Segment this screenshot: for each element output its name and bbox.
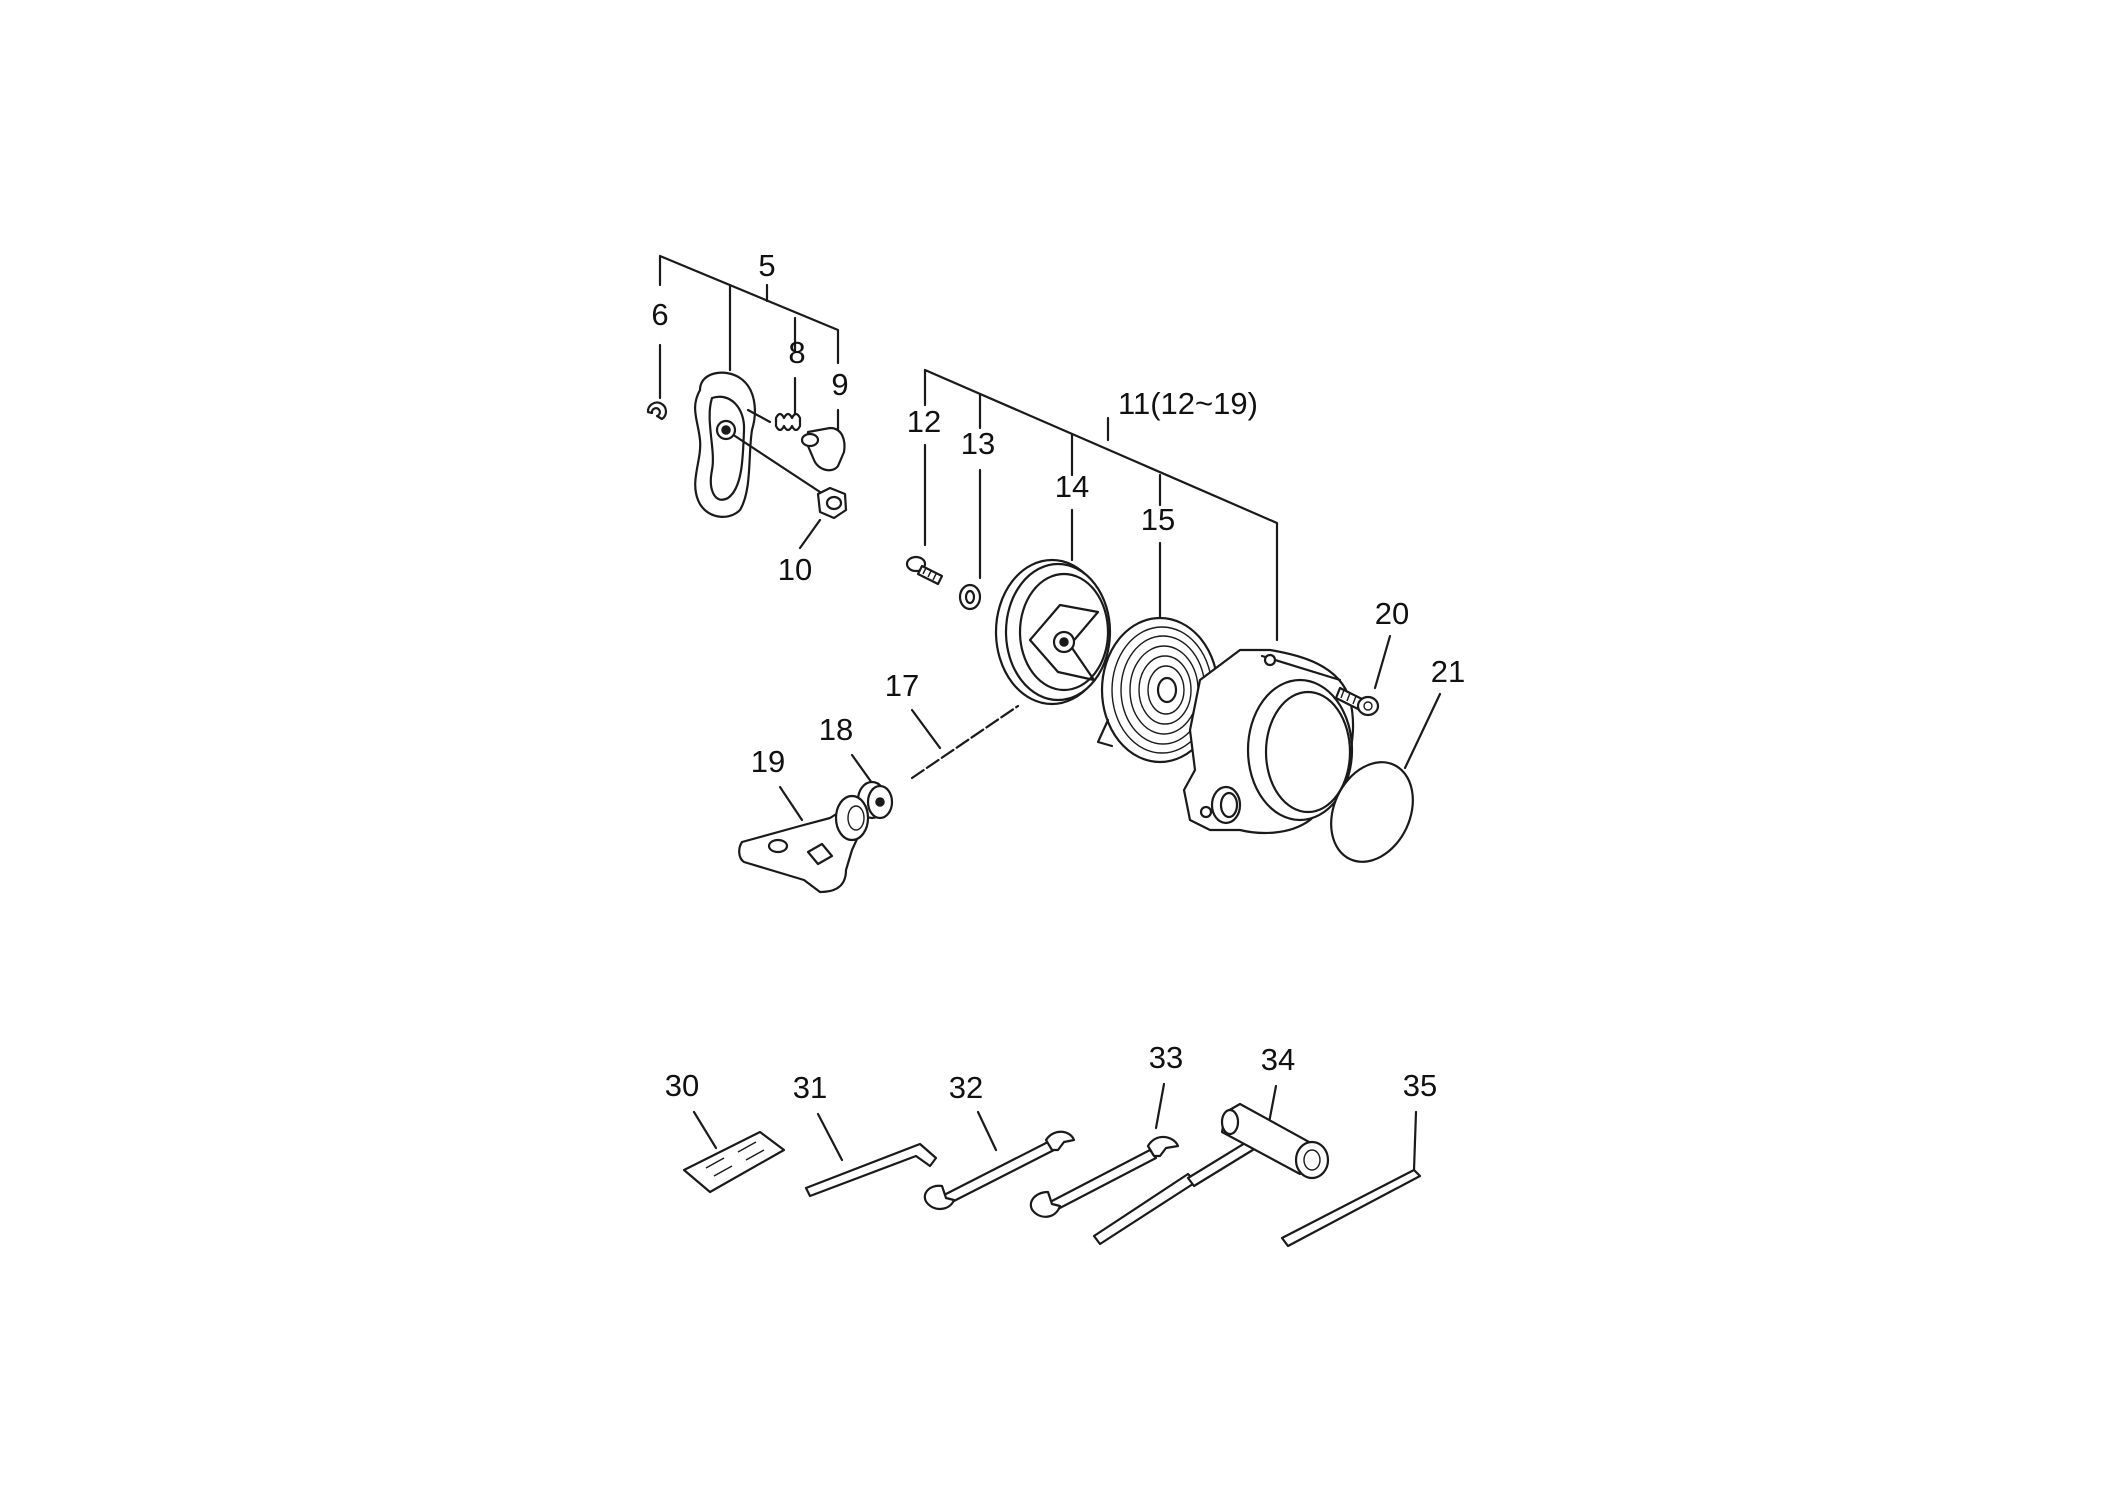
part-8-spring	[746, 408, 802, 432]
part-5-drive-plate	[693, 371, 822, 518]
part-20-bolt	[1334, 686, 1380, 717]
group-11-bracket	[923, 368, 1279, 642]
callout-9: 9	[831, 367, 848, 402]
part-35-rod	[1280, 1168, 1422, 1248]
part-11-starter-housing	[1182, 648, 1355, 835]
part-17-starter-rope	[910, 704, 1020, 780]
callout-30: 30	[665, 1068, 699, 1103]
callout-15: 15	[1141, 502, 1175, 537]
callout-18: 18	[819, 712, 853, 747]
part-32-wrench	[923, 1130, 1076, 1210]
callout-19: 19	[751, 744, 785, 779]
callout-14: 14	[1055, 469, 1089, 504]
callout-33: 33	[1149, 1040, 1183, 1075]
part-12-screw	[905, 555, 944, 586]
part-19-starter-handle	[738, 794, 870, 894]
callout-6: 6	[651, 297, 668, 332]
callout-17: 17	[885, 668, 919, 703]
callout-32: 32	[949, 1070, 983, 1105]
callout-12: 12	[907, 404, 941, 439]
callout-34: 34	[1261, 1042, 1295, 1077]
part-13-washer	[958, 583, 982, 611]
part-34-plug-wrench	[1186, 1102, 1330, 1188]
callout-35: 35	[1403, 1068, 1437, 1103]
part-31-hex-key	[804, 1142, 938, 1198]
callout-10: 10	[778, 552, 812, 587]
part-14-reel	[994, 558, 1112, 706]
callout-8: 8	[788, 335, 805, 370]
part-21-gasket	[1330, 761, 1414, 863]
part-10-nut	[816, 486, 848, 520]
callout-31: 31	[793, 1070, 827, 1105]
callout-11: 11(12~19)	[1118, 386, 1258, 421]
part-6-e-clip	[646, 401, 668, 421]
callout-20: 20	[1375, 596, 1409, 631]
part-9-pawl	[800, 426, 846, 472]
callout-5: 5	[758, 248, 775, 283]
part-33-screwdriver-blade	[1092, 1172, 1198, 1246]
part-33-wrench	[1029, 1135, 1180, 1218]
part-18-bushing	[856, 780, 894, 820]
callout-21: 21	[1431, 654, 1465, 689]
part-30-tool-bag	[682, 1130, 786, 1194]
group-5-bracket	[658, 254, 840, 372]
callout-13: 13	[961, 426, 995, 461]
